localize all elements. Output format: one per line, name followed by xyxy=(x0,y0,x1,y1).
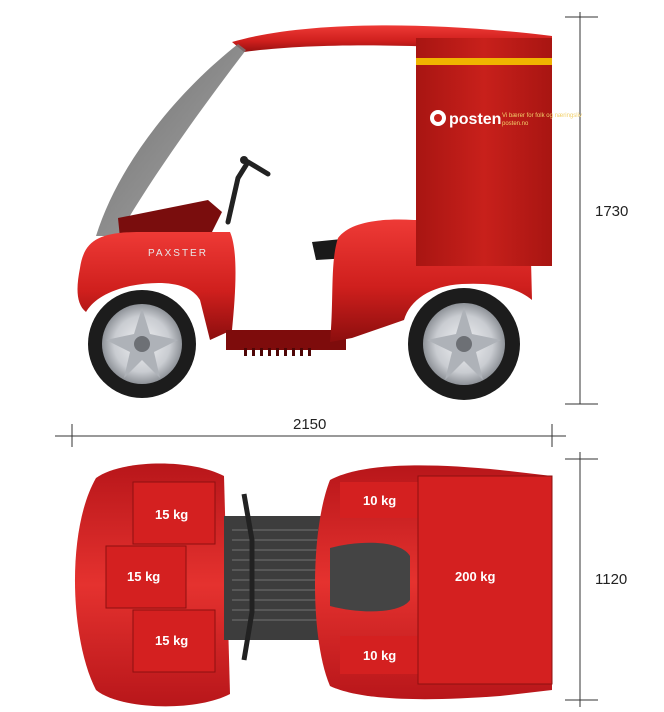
top-floor xyxy=(224,516,324,640)
cargo-label-side-bottom: 10 kg xyxy=(363,648,396,663)
windshield xyxy=(96,44,246,236)
model-badge: PAXSTER xyxy=(148,248,208,259)
cargo-box-front-middle xyxy=(105,545,187,609)
width-dimension xyxy=(565,452,598,707)
cargo-box-side-top xyxy=(340,482,418,518)
length-dimension xyxy=(55,424,566,447)
top-view: 15 kg 15 kg 15 kg 10 kg 10 kg 200 kg xyxy=(74,463,553,707)
top-seat xyxy=(330,542,410,612)
cargo-box-front-bottom xyxy=(132,609,216,673)
cargo-box-main xyxy=(417,475,553,685)
side-view: PAXSTER posten Vi bærer for folk og næri… xyxy=(77,25,582,400)
cargo-label-main: 200 kg xyxy=(455,569,496,584)
height-dimension xyxy=(565,12,598,405)
front-crate xyxy=(118,200,222,238)
front-body xyxy=(77,232,236,340)
floor-vents xyxy=(244,348,311,356)
brand-tagline: Vi bærer for folk og næringsliv xyxy=(502,113,582,119)
front-wheel xyxy=(88,290,196,398)
cargo-label-front-middle: 15 kg xyxy=(127,569,160,584)
cargo-label-front-top: 15 kg xyxy=(155,507,188,522)
brand-name: posten xyxy=(449,111,501,128)
cargo-label-side-top: 10 kg xyxy=(363,493,396,508)
height-label: 1730 xyxy=(595,203,628,220)
handlebar xyxy=(225,158,271,225)
brand-url: posten.no xyxy=(502,121,529,127)
length-label: 2150 xyxy=(293,416,326,433)
cargo-box-front-top xyxy=(132,481,216,545)
cargo-stripe xyxy=(416,58,552,65)
top-handlebar xyxy=(241,493,255,661)
cargo-box xyxy=(416,38,552,266)
rear-wheel xyxy=(408,288,520,400)
top-floor-ribs xyxy=(232,529,318,621)
width-label: 1120 xyxy=(595,571,627,588)
cargo-box-side-bottom xyxy=(340,636,418,674)
cargo-label-front-bottom: 15 kg xyxy=(155,633,188,648)
floor-step xyxy=(226,330,346,350)
